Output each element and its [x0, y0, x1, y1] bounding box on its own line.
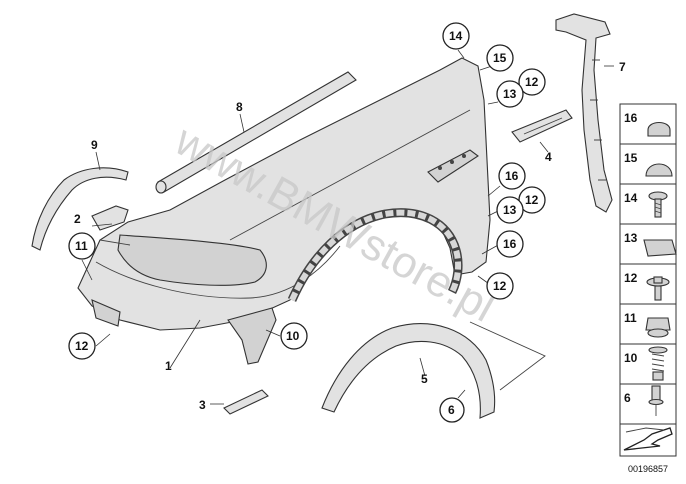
callout-15: 15 — [486, 44, 514, 72]
legend-label-15: 15 — [624, 151, 638, 165]
svg-text:10: 10 — [286, 329, 300, 343]
label-part-9: 9 — [91, 138, 98, 152]
svg-text:12: 12 — [525, 75, 539, 89]
label-part-7: 7 — [619, 60, 626, 74]
svg-text:12: 12 — [493, 279, 507, 293]
callout-14: 14 — [442, 22, 470, 50]
svg-text:13: 13 — [503, 203, 517, 217]
label-part-8: 8 — [236, 100, 243, 114]
legend-label-6: 6 — [624, 391, 631, 405]
vertical-seal-part — [555, 13, 613, 213]
legend-label-10: 10 — [624, 351, 638, 365]
rivet-6-icon — [648, 385, 664, 416]
callout-12-a: 12 — [68, 332, 96, 360]
washer-screw-12-icon — [646, 276, 670, 301]
label-part-3: 3 — [199, 398, 206, 412]
arrow-icon — [623, 427, 673, 451]
side-trim-part — [511, 109, 573, 143]
callout-12-d: 12 — [486, 272, 514, 300]
cap-part — [91, 205, 129, 231]
svg-text:13: 13 — [503, 87, 517, 101]
legend-label-12: 12 — [624, 271, 638, 285]
wheel-arch-trim — [287, 208, 463, 302]
leader-lines — [81, 49, 614, 405]
callout-16-b: 16 — [496, 230, 524, 258]
svg-text:12: 12 — [525, 193, 539, 207]
svg-text:16: 16 — [505, 169, 519, 183]
legend-label-13: 13 — [624, 231, 638, 245]
svg-text:16: 16 — [503, 237, 517, 251]
upper-strip-part — [155, 71, 357, 194]
clip-nut-13-icon — [643, 239, 677, 257]
label-part-5: 5 — [421, 372, 428, 386]
callout-13-a: 13 — [496, 80, 524, 108]
legend-label-16: 16 — [624, 111, 638, 125]
callout-13-b: 13 — [496, 196, 524, 224]
fender-panel — [77, 57, 491, 365]
callout-12-c: 12 — [518, 186, 546, 214]
callout-12-b: 12 — [518, 68, 546, 96]
callout-10: 10 — [280, 322, 308, 350]
reference-number: 00196857 — [628, 464, 668, 474]
wheel-arch-flare-part — [321, 321, 546, 419]
callout-16-a: 16 — [498, 162, 526, 190]
svg-text:11: 11 — [75, 239, 88, 253]
svg-text:14: 14 — [449, 29, 463, 43]
callout-6: 6 — [439, 397, 465, 423]
label-part-4: 4 — [545, 150, 552, 164]
bracket-part — [31, 167, 129, 251]
label-part-1: 1 — [165, 359, 172, 373]
screw-14-icon — [648, 191, 668, 218]
dome-cap-15-icon — [645, 163, 673, 177]
nut-11-icon — [645, 317, 671, 338]
small-trim-part — [223, 389, 269, 415]
cap-16-icon — [647, 121, 671, 137]
svg-text:12: 12 — [75, 339, 89, 353]
legend-label-14: 14 — [624, 191, 638, 205]
fastener-legend: 16 15 14 13 12 11 10 — [619, 103, 677, 457]
callout-11: 11 — [68, 232, 96, 260]
svg-text:6: 6 — [448, 403, 455, 417]
svg-text:15: 15 — [493, 51, 507, 65]
label-part-2: 2 — [74, 212, 81, 226]
legend-label-11: 11 — [624, 311, 637, 325]
expansion-nut-10-icon — [648, 346, 668, 381]
